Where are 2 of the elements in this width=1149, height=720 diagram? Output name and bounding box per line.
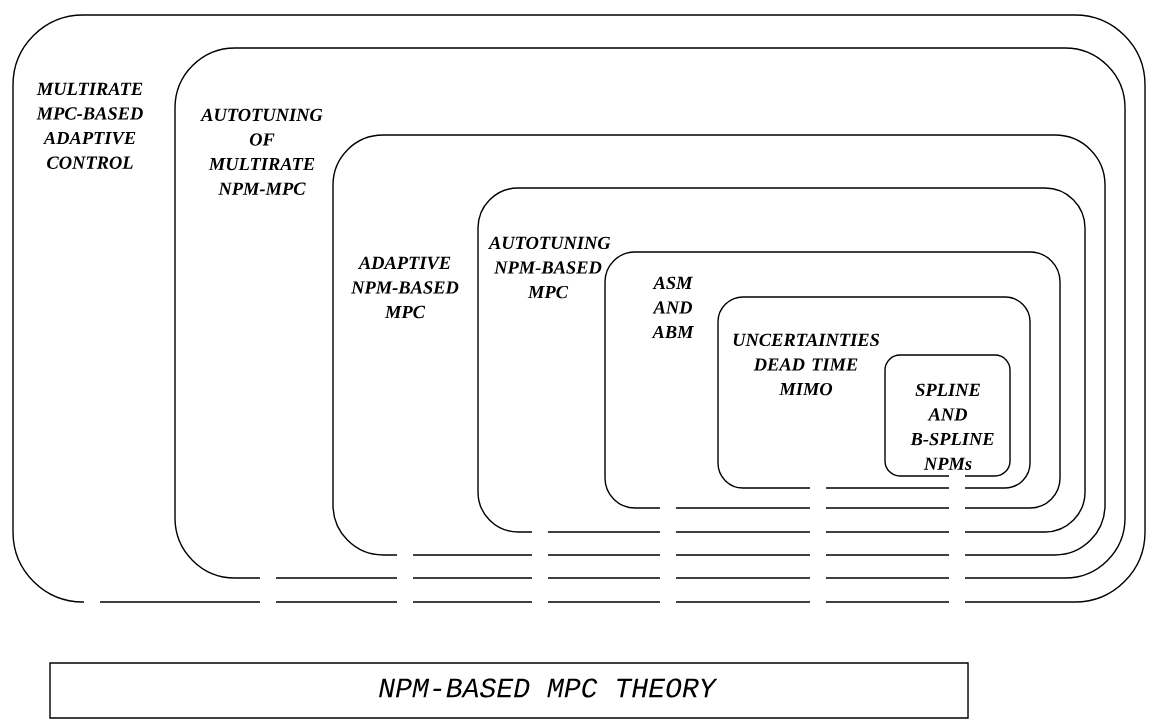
nested-box: SPLINE AND B-SPLINE NPMs <box>884 354 1011 477</box>
base-box: NPM-BASED MPC THEORY <box>49 662 969 719</box>
